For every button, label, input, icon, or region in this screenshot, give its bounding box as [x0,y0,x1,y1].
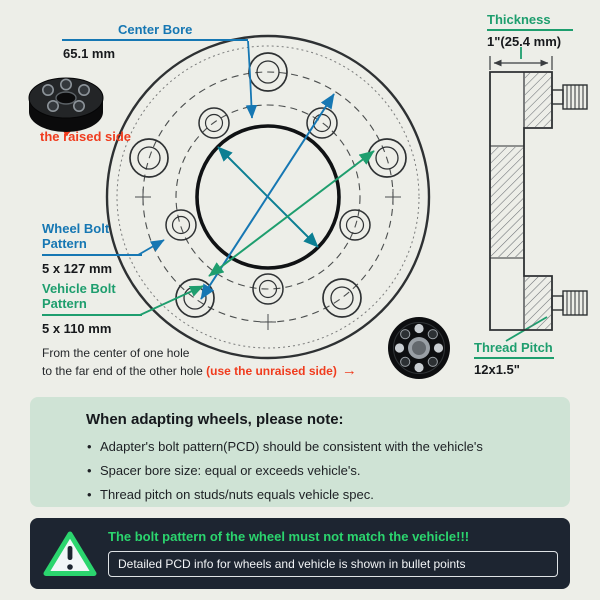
note-box: When adapting wheels, please note: Adapt… [30,397,570,507]
adapter-product-photo [28,77,104,132]
wheel-bolt-holes [129,52,407,318]
thread-pitch-underline [474,357,554,359]
spacer-product-photo [388,317,450,379]
warning-box: The bolt pattern of the wheel must not m… [30,518,570,589]
thickness-value: 1"(25.4 mm) [487,34,562,49]
warning-detail: Detailed PCD info for wheels and vehicle… [108,551,558,577]
thickness-underline [487,29,573,31]
arrow-right-icon: → [341,362,357,379]
warning-headline: The bolt pattern of the wheel must not m… [108,529,470,544]
note-bullet-1: Adapter's bolt pattern(PCD) should be co… [87,439,550,454]
unraised-side-highlight: (use the unraised side) [206,364,337,378]
adapter-side-view [489,71,588,331]
wheel-bolt-pattern-underline [42,254,142,256]
warning-triangle-icon [43,531,97,576]
wheel-bolt-pattern-value: 5 x 127 mm [42,261,113,276]
center-bore-label: Center Bore [118,22,193,37]
measure-note-line2: to the far end of the other hole (use th… [42,362,357,379]
cross-marks [135,189,401,330]
wheel-stud-bottom [551,290,588,316]
raised-side-label: the raised side [40,129,132,144]
vehicle-bolt-pattern-label: Vehicle Bolt Pattern [42,281,116,311]
measure-note-line1: From the center of one hole [42,346,190,360]
wheel-stud-top [551,84,588,110]
vehicle-bolt-pattern-value: 5 x 110 mm [42,321,112,336]
note-title: When adapting wheels, please note: [86,411,344,428]
center-bore-value: 65.1 mm [63,46,116,61]
note-bullet-2: Spacer bore size: equal or exceeds vehic… [87,463,550,478]
center-bore-underline [62,39,248,41]
note-bullet-3: Thread pitch on studs/nuts equals vehicl… [87,487,550,502]
thread-pitch-value: 12x1.5" [474,362,520,377]
wheel-bolt-pattern-label: Wheel Bolt Pattern [42,221,110,251]
thickness-label: Thickness [487,12,551,27]
vehicle-bolt-pattern-underline [42,314,142,316]
measure-note-line2-text: to the far end of the other hole [42,364,207,378]
thread-pitch-label: Thread Pitch [474,340,553,355]
measurement-arrows [200,93,375,300]
thickness-dimension [489,56,553,70]
